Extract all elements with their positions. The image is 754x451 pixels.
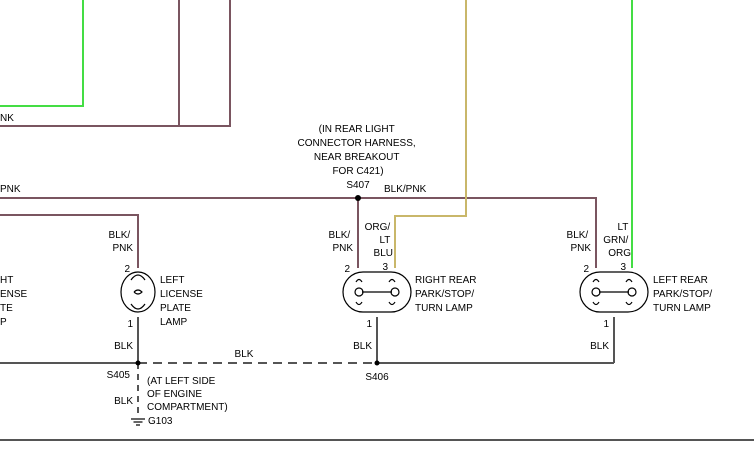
wire-label-mid-left-pnk: PNK: [0, 184, 21, 195]
ground-wire-blk-label: BLK: [114, 396, 133, 407]
splice-s407-label: S407: [346, 180, 370, 191]
left-rear-pin-bottom: 1: [603, 319, 609, 330]
splice-s405-dot: [135, 360, 141, 366]
right-rear-pin-right: 3: [382, 262, 388, 273]
wire-label-top-left-pnk: NK: [0, 113, 14, 124]
left-rear-park-stop-turn-lamp: [579, 271, 649, 313]
ground-symbol-g103: [131, 418, 145, 426]
wire-label-blk-pnk-bus: BLK/PNK: [384, 184, 427, 195]
green-wire-upper-left: [0, 0, 84, 107]
splice-s407-note: (IN REAR LIGHT CONNECTOR HARNESS, NEAR B…: [298, 124, 419, 177]
blk-pnk-branch-left-license: [0, 214, 139, 268]
left-rear-wire-left-label: BLK/ PNK: [567, 230, 592, 254]
left-rear-pin-right: 3: [620, 262, 626, 273]
ground-location-note: (AT LEFT SIDE OF ENGINE COMPARTMENT): [147, 376, 228, 413]
splice-s405-label: S405: [107, 370, 131, 381]
right-rear-pin-left: 2: [344, 264, 350, 275]
splice-s407-dot: [355, 195, 361, 201]
left-license-wire-top-label: BLK/ PNK: [109, 230, 134, 254]
left-license-plate-lamp: [120, 271, 156, 313]
right-rear-wire-right-label: ORG/ LT BLU: [365, 222, 393, 259]
left-license-lamp-name: LEFT LICENSE PLATE LAMP: [160, 275, 206, 328]
splice-s406-label: S406: [365, 372, 389, 383]
right-rear-pin-bottom: 1: [366, 319, 372, 330]
left-rear-lamp-name: LEFT REAR PARK/STOP/ TURN LAMP: [653, 275, 715, 314]
blk-pnk-bus-wire: [0, 197, 597, 268]
left-license-pin-top: 2: [124, 264, 130, 275]
ground-bus-blk-label: BLK: [235, 349, 254, 360]
left-license-pin-bottom: 1: [127, 319, 133, 330]
left-rear-wire-bottom-label: BLK: [590, 341, 609, 352]
left-license-wire-bottom-label: BLK: [114, 341, 133, 352]
org-lt-blu-wire: [394, 0, 467, 268]
partial-lamp-label: HT ENSE TE P: [0, 275, 30, 328]
right-rear-wire-bottom-label: BLK: [353, 341, 372, 352]
splice-s406-dot: [374, 360, 380, 366]
left-rear-pin-left: 2: [583, 264, 589, 275]
left-rear-wire-right-label: LT GRN/ ORG: [603, 222, 631, 259]
ground-g103-label: G103: [148, 416, 173, 427]
right-rear-lamp-name: RIGHT REAR PARK/STOP/ TURN LAMP: [415, 275, 479, 314]
right-rear-park-stop-turn-lamp: [342, 271, 412, 313]
right-rear-wire-left-label: BLK/ PNK: [329, 230, 354, 254]
pnk-wire-upper-left: [0, 0, 231, 127]
